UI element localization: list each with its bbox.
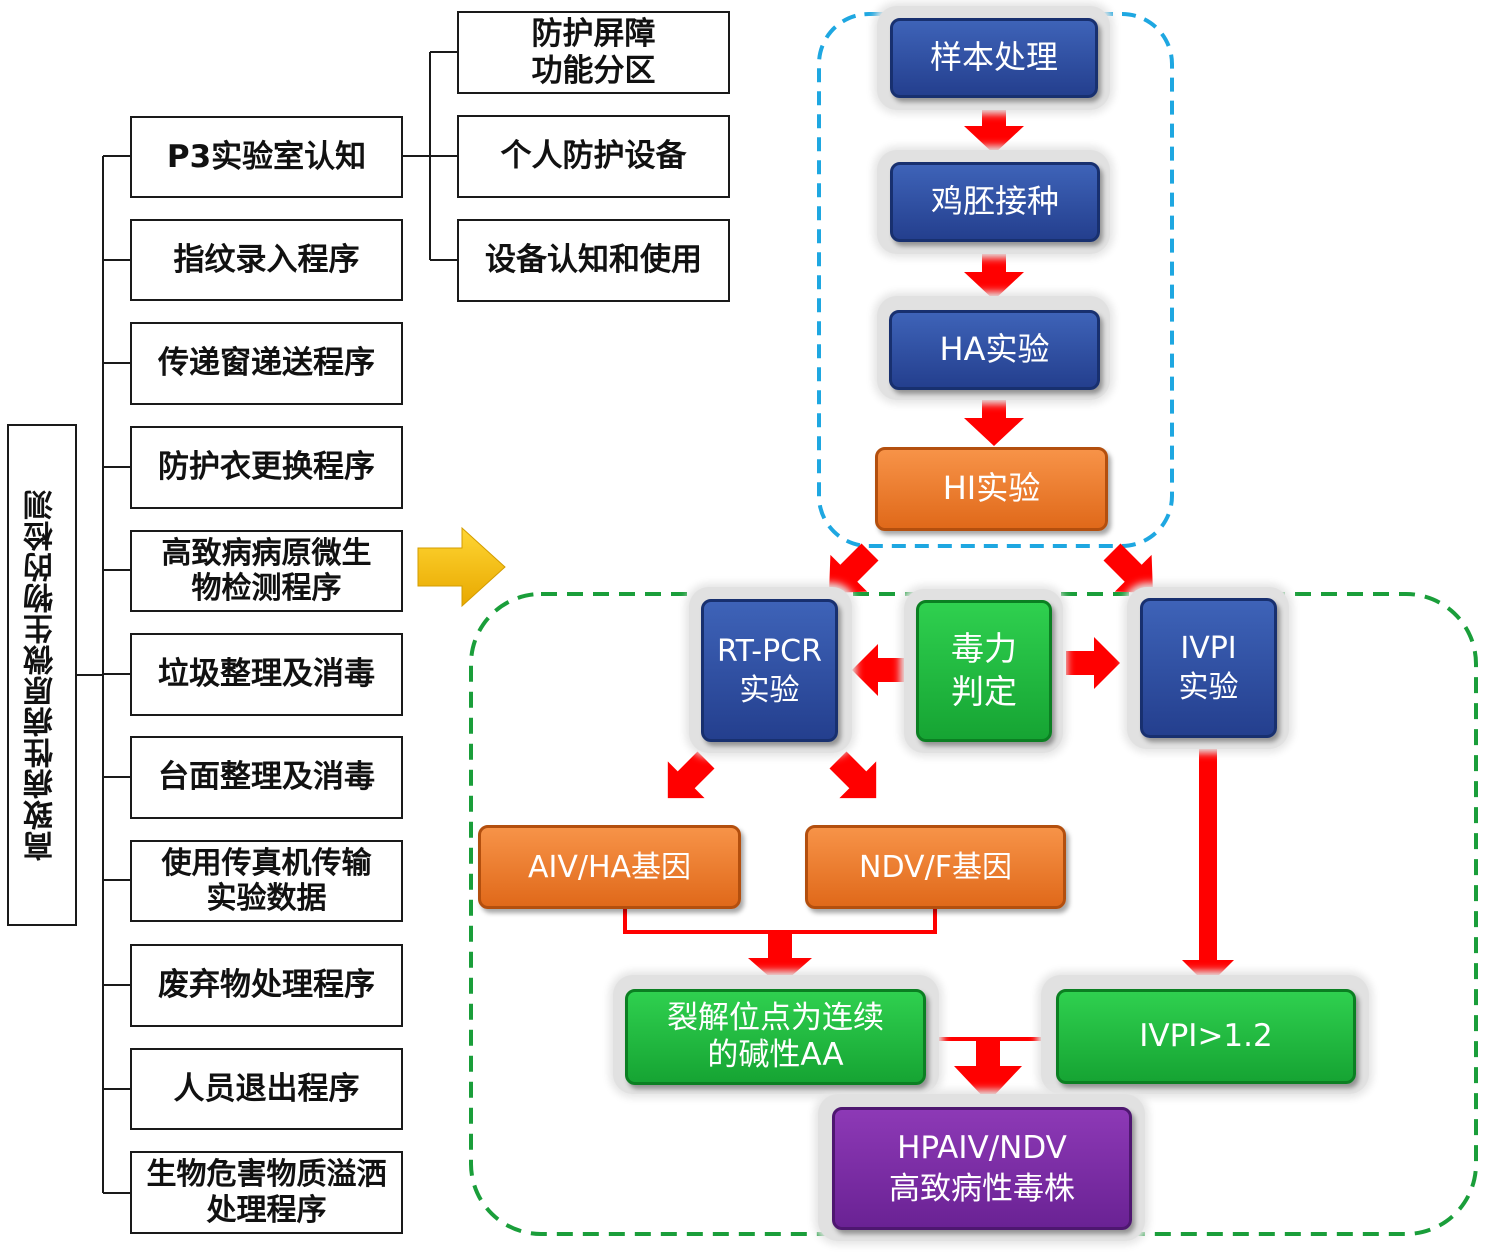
- arrow-left-icon: [852, 644, 906, 696]
- cleavage-site-node: 裂解位点为连续 的碱性AA: [625, 989, 926, 1085]
- p3-subitem: 个人防护设备: [457, 115, 730, 198]
- flow-arrows: [667, 100, 1234, 1102]
- aiv-ha-gene-node: AIV/HA基因: [478, 825, 741, 909]
- arrow-diagonal-icon: [829, 751, 877, 799]
- procedure-item: P3实验室认知: [130, 116, 403, 198]
- procedure-item: 人员退出程序: [130, 1048, 403, 1130]
- arrow-diagonal-icon: [667, 751, 715, 799]
- arrow-diagonal-icon: [828, 543, 879, 594]
- ivpi-test-node: IVPI 实验: [1140, 598, 1277, 738]
- procedure-item: 垃圾整理及消毒: [130, 633, 403, 716]
- p3-subitem: 设备认知和使用: [457, 219, 730, 302]
- flow-connectors: [623, 904, 1058, 1041]
- high-pathogenicity-strain-node: HPAIV/NDV 高致病性毒株: [832, 1107, 1132, 1230]
- arrow-right-icon: [1066, 637, 1120, 689]
- procedure-item: 使用传真机传输 实验数据: [130, 840, 403, 922]
- ndv-f-gene-node: NDV/F基因: [805, 825, 1066, 909]
- hi-test-node: HI实验: [875, 447, 1108, 531]
- pointer-arrow-icon: [417, 526, 506, 608]
- arrow-down-icon: [748, 932, 812, 986]
- procedure-item: 防护衣更换程序: [130, 426, 403, 509]
- rt-pcr-node: RT-PCR 实验: [701, 599, 838, 742]
- root-label: 高致病性病原微生物的检测: [24, 489, 60, 861]
- ha-test-node: HA实验: [889, 310, 1100, 390]
- root-node: 高致病性病原微生物的检测: [7, 424, 77, 926]
- p3-subitem: 防护屏障 功能分区: [457, 11, 730, 94]
- embryo-inoculation-node: 鸡胚接种: [890, 162, 1100, 242]
- arrow-down-icon: [964, 390, 1024, 446]
- procedure-item: 传递窗递送程序: [130, 322, 403, 405]
- procedure-item: 废弃物处理程序: [130, 944, 403, 1027]
- arrow-down-icon: [964, 245, 1024, 300]
- arrow-down-icon: [964, 100, 1024, 154]
- ivpi-threshold-node: IVPI>1.2: [1056, 989, 1356, 1084]
- arrow-diagonal-icon: [1103, 543, 1154, 594]
- procedure-item: 生物危害物质溢洒 处理程序: [130, 1151, 403, 1234]
- arrow-down-icon: [954, 1039, 1022, 1102]
- procedure-item: 高致病病原微生 物检测程序: [130, 530, 403, 612]
- procedure-item: 台面整理及消毒: [130, 736, 403, 819]
- virulence-assessment-node: 毒力 判定: [916, 600, 1052, 742]
- arrow-down-icon: [1182, 746, 1234, 986]
- tree-connectors: [77, 51, 457, 1194]
- sample-processing-node: 样本处理: [890, 18, 1098, 98]
- procedure-item: 指纹录入程序: [130, 219, 403, 301]
